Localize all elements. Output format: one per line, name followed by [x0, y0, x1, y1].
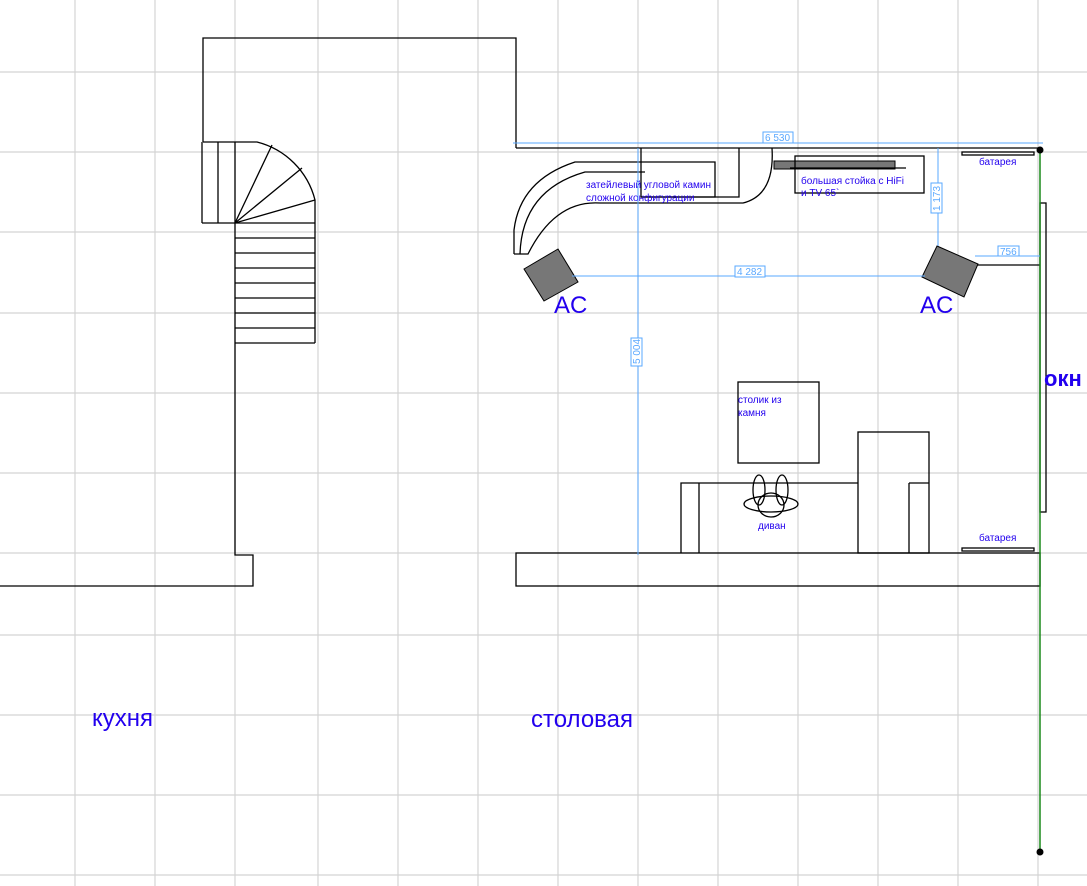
window-label: окн: [1044, 366, 1082, 391]
stone-table[interactable]: столик из камня: [737, 381, 820, 464]
fireplace-label-2: сложной конфигурации: [586, 192, 694, 204]
dimension-speaker-spacing: 4 282: [737, 267, 762, 278]
reference-line[interactable]: [1036, 146, 1044, 856]
dimension-width: 6 530: [765, 133, 790, 144]
hifi-stand-label: большая стойка с HiFi: [801, 175, 904, 187]
fireplace[interactable]: затейлевый угловой камин сложной конфигу…: [513, 147, 773, 255]
radiator-top[interactable]: батарея: [961, 151, 1035, 168]
fireplace-label: затейлевый угловой камин: [586, 180, 711, 191]
staircase[interactable]: [201, 141, 316, 344]
hifi-stand-label-2: и TV 65`: [801, 187, 839, 199]
speaker-right-label: AC: [920, 292, 953, 319]
hifi-stand[interactable]: большая стойка с HiFi и TV 65`: [773, 155, 925, 199]
dimension-speaker-window: 756: [1000, 247, 1017, 258]
room-label-kitchen: кухня: [92, 705, 153, 732]
room-label-dining: столовая: [531, 706, 633, 733]
table-label: столик из: [738, 395, 782, 406]
radiator-bottom[interactable]: батарея: [961, 532, 1035, 552]
sofa-label: диван: [758, 521, 786, 532]
sofa[interactable]: диван: [680, 431, 930, 554]
walls[interactable]: [0, 37, 1041, 587]
person-icon: [743, 474, 799, 518]
radiator-label: батарея: [979, 156, 1016, 168]
dimension-depth: 5 004: [632, 339, 643, 364]
dimensions[interactable]: 6 530 5 004 4 282 1 173 756: [513, 131, 1043, 555]
speaker-left-label: AC: [554, 292, 587, 319]
speaker-left[interactable]: AC: [523, 248, 587, 319]
dimension-speaker-wall: 1 173: [932, 186, 943, 211]
radiator-label: батарея: [979, 532, 1016, 544]
window[interactable]: окн: [1039, 202, 1082, 513]
speaker-right[interactable]: AC: [920, 245, 979, 319]
table-label-2: камня: [738, 408, 766, 419]
